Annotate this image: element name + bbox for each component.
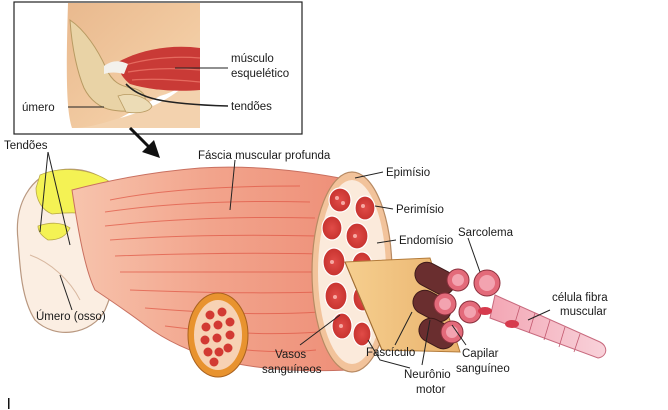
label-umero: úmero: [22, 102, 55, 114]
label-musculo-line2: esquelético: [231, 68, 289, 80]
label-neuronio-line1: Neurônio: [404, 369, 451, 381]
label-capilar-line2: sanguíneo: [456, 363, 510, 375]
label-epimisio: Epimísio: [386, 167, 430, 179]
muscle-striations: [104, 185, 323, 353]
inset-panel: [13, 1, 303, 135]
label-umero-osso: Úmero (osso): [36, 310, 106, 323]
motor-neuron-fiber: [367, 339, 411, 369]
pointer-arrow: [128, 126, 160, 158]
label-celula-line1: célula fibra: [552, 292, 608, 304]
label-tendoes-inset: tendões: [231, 101, 272, 113]
label-sarcolema: Sarcolema: [458, 227, 514, 239]
label-fascia: Fáscia muscular profunda: [198, 150, 331, 162]
label-vasos-line1: Vasos: [275, 349, 306, 361]
label-endomisio: Endomísio: [399, 235, 453, 247]
label-tendoes: Tendões: [4, 140, 48, 152]
label-fasciculo: Fascículo: [366, 347, 415, 359]
label-capilar-line1: Capilar: [462, 348, 499, 360]
text-cursor: [8, 398, 10, 409]
label-vasos-line2: sanguíneos: [262, 364, 322, 376]
muscle-fibers: [412, 261, 607, 359]
label-neuronio-line2: motor: [416, 384, 446, 396]
small-muscle-cross-section: [187, 292, 249, 378]
label-celula-line2: muscular: [560, 306, 607, 318]
muscle-belly: [71, 166, 351, 372]
label-perimisio: Perimísio: [396, 204, 444, 216]
label-musculo-line1: músculo: [231, 53, 274, 65]
